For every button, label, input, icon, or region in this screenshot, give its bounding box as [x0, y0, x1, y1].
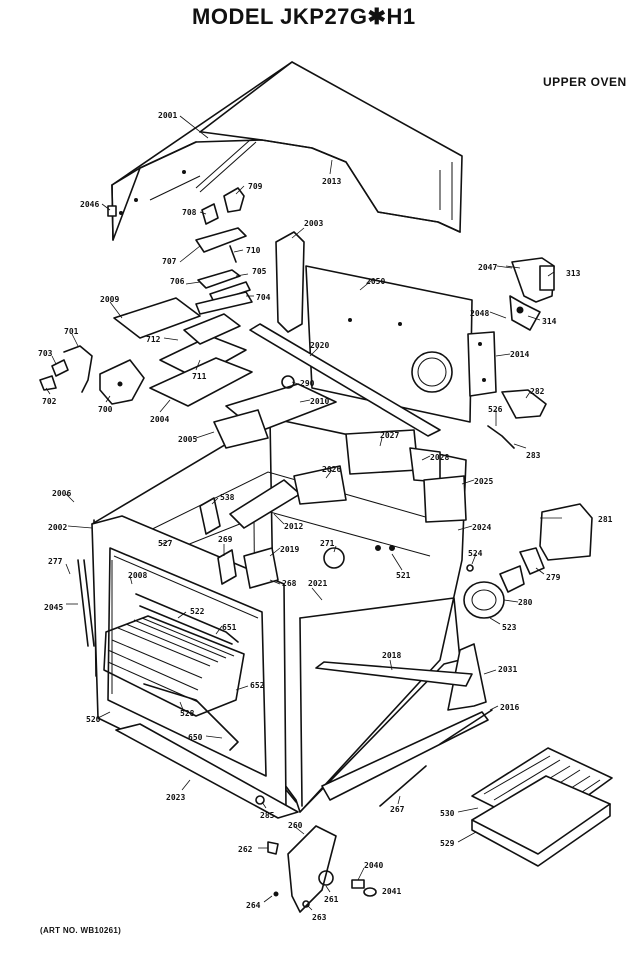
part-label-2028: 2028 [430, 453, 449, 462]
part-label-712: 712 [146, 335, 161, 344]
part-label-2001: 2001 [158, 111, 177, 120]
part-label-2009: 2009 [100, 295, 119, 304]
part-label-280: 280 [518, 598, 533, 607]
part-label-281: 281 [598, 515, 613, 524]
part-label-2006: 2006 [52, 489, 71, 498]
part-label-650: 650 [188, 733, 203, 742]
part-label-268: 268 [282, 579, 297, 588]
part-label-2003: 2003 [304, 219, 323, 228]
part-label-2002: 2002 [48, 523, 67, 532]
part-label-2025: 2025 [474, 477, 493, 486]
part-label-2004: 2004 [150, 415, 169, 424]
part-label-260: 260 [288, 821, 303, 830]
part-label-709: 709 [248, 182, 263, 191]
part-label-314: 314 [542, 317, 557, 326]
part-label-2005: 2005 [178, 435, 197, 444]
part-label-2023: 2023 [166, 793, 185, 802]
part-label-285: 285 [260, 811, 275, 820]
part-label-524: 524 [468, 549, 483, 558]
part-label-2031: 2031 [498, 665, 517, 674]
section-label: UPPER OVEN [543, 75, 627, 89]
part-label-267: 267 [390, 805, 405, 814]
part-label-2013: 2013 [322, 177, 341, 186]
broiler-pan-drawing [471, 747, 613, 867]
part-label-261: 261 [324, 895, 339, 904]
part-label-2021: 2021 [308, 579, 327, 588]
part-label-651: 651 [222, 623, 237, 632]
part-label-290: 290 [300, 379, 315, 388]
art-number: (ART NO. WB10261) [40, 926, 122, 935]
part-label-520: 520 [86, 715, 101, 724]
part-label-527: 527 [158, 539, 173, 548]
bottom-parts-drawing [77, 559, 377, 913]
part-label-2024: 2024 [472, 523, 491, 532]
part-label-705: 705 [252, 267, 267, 276]
part-label-2008: 2008 [128, 571, 147, 580]
part-label-279: 279 [546, 573, 561, 582]
part-label-2019: 2019 [280, 545, 299, 554]
part-label-2018: 2018 [382, 651, 401, 660]
part-label-702: 702 [42, 397, 57, 406]
part-label-703: 703 [38, 349, 53, 358]
fan-motor-drawing [505, 257, 555, 331]
part-label-271: 271 [320, 539, 335, 548]
outer-wrapper-drawing [107, 61, 463, 241]
part-label-282: 282 [530, 387, 545, 396]
part-label-2027: 2027 [380, 431, 399, 440]
part-label-708: 708 [182, 208, 197, 217]
part-label-700: 700 [98, 405, 113, 414]
part-label-2048: 2048 [470, 309, 489, 318]
part-label-2045: 2045 [44, 603, 63, 612]
part-label-2026: 2026 [322, 465, 341, 474]
part-label-530: 530 [440, 809, 455, 818]
part-label-263: 263 [312, 913, 327, 922]
part-label-2046: 2046 [80, 200, 99, 209]
right-side-parts-drawing [315, 389, 593, 807]
part-label-2041: 2041 [382, 887, 401, 896]
part-label-652: 652 [250, 681, 265, 690]
part-label-526: 526 [488, 405, 503, 414]
part-label-269: 269 [218, 535, 233, 544]
part-label-523: 523 [502, 623, 517, 632]
part-label-522: 522 [190, 607, 205, 616]
part-label-704: 704 [256, 293, 271, 302]
oven-rack-drawing [103, 593, 245, 751]
part-label-313: 313 [566, 269, 581, 278]
part-label-710: 710 [246, 246, 261, 255]
part-label-2050: 2050 [366, 277, 385, 286]
part-label-2014: 2014 [510, 350, 529, 359]
part-label-521: 521 [396, 571, 411, 580]
part-label-711: 711 [192, 372, 207, 381]
callout-leaders [45, 115, 562, 911]
part-label-706: 706 [170, 277, 185, 286]
part-label-701: 701 [64, 327, 79, 336]
interior-components-drawing [199, 323, 467, 589]
part-number-labels: 2001 2013 2046 709 708 707 710 706 705 7… [38, 111, 613, 922]
part-label-277: 277 [48, 557, 63, 566]
page-title: MODEL JKP27G✱H1 [192, 4, 416, 29]
part-label-2010: 2010 [310, 397, 329, 406]
latch-assembly-drawing [39, 187, 253, 407]
part-label-528: 528 [180, 709, 195, 718]
part-label-2012: 2012 [284, 522, 303, 531]
part-label-2020: 2020 [310, 341, 329, 350]
part-label-707: 707 [162, 257, 177, 266]
part-label-2047: 2047 [478, 263, 497, 272]
part-label-2040: 2040 [364, 861, 383, 870]
part-label-538: 538 [220, 493, 235, 502]
part-label-264: 264 [246, 901, 261, 910]
part-label-283: 283 [526, 451, 541, 460]
part-label-262: 262 [238, 845, 253, 854]
part-label-2016: 2016 [500, 703, 519, 712]
part-label-529: 529 [440, 839, 455, 848]
